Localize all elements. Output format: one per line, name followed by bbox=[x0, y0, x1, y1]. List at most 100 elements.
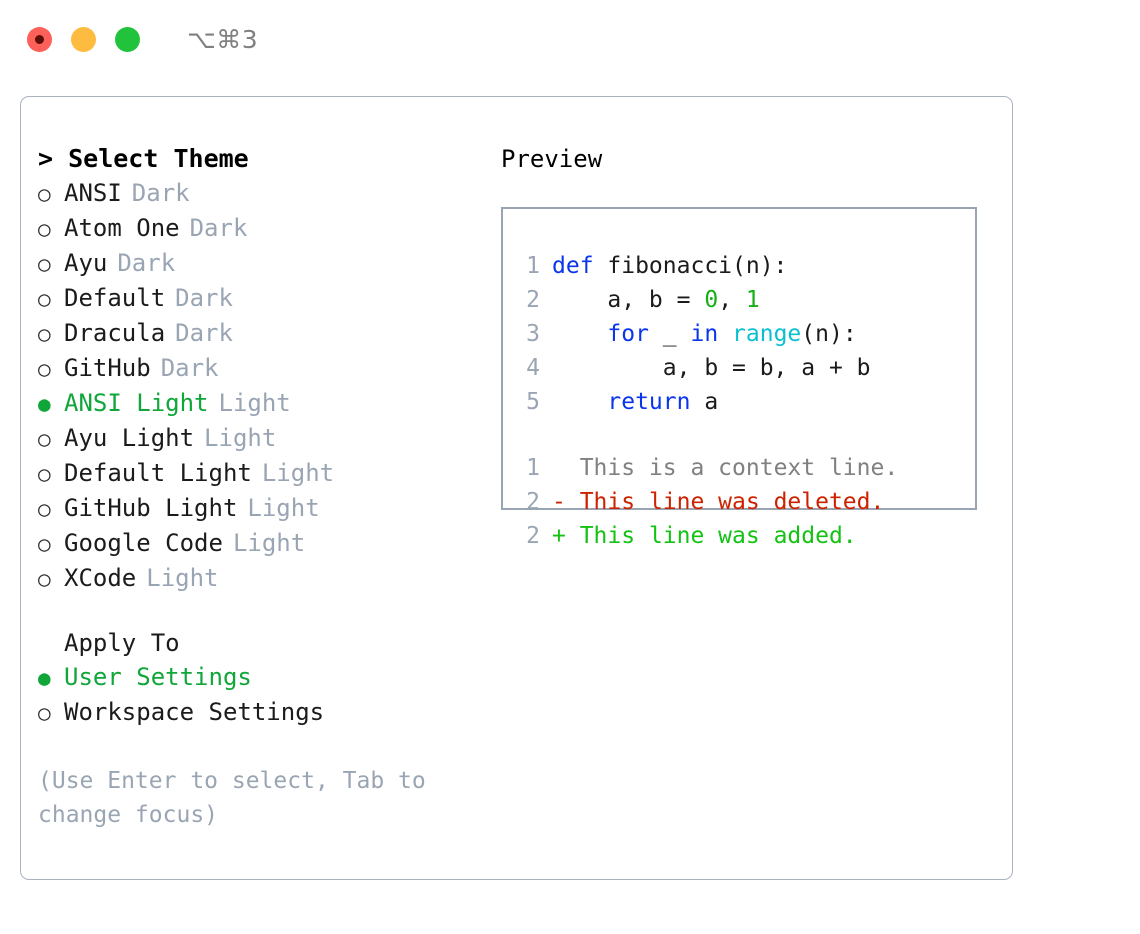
radio-unselected-icon: ○ bbox=[38, 427, 51, 451]
code-token-kw: for bbox=[607, 321, 649, 347]
radio-unselected-icon: ○ bbox=[38, 532, 51, 556]
code-token-kw: in bbox=[690, 321, 719, 347]
radio-unselected-icon: ○ bbox=[38, 701, 51, 725]
diff-line-text: This is a context line. bbox=[579, 455, 899, 481]
code-token-id bbox=[718, 321, 732, 347]
code-token-fn: range bbox=[732, 321, 802, 347]
keyboard-hint: (Use Enter to select, Tab to change focu… bbox=[38, 768, 426, 828]
code-line: 3 for _ in range(n): bbox=[514, 317, 971, 351]
radio-unselected-icon: ○ bbox=[38, 357, 51, 381]
code-line-text: a, b = 0, 1 bbox=[552, 283, 760, 317]
apply-to-list: ● User Settings ○ Workspace Settings bbox=[38, 660, 478, 730]
theme-kind-badge: Light bbox=[247, 494, 320, 522]
theme-kind-badge: Dark bbox=[189, 214, 248, 242]
code-line-text: def fibonacci(n): bbox=[552, 249, 787, 283]
code-token-kw: return bbox=[607, 389, 691, 415]
theme-kind-badge: Light bbox=[261, 459, 335, 487]
code-line-text: for _ in range(n): bbox=[552, 317, 856, 351]
diff-line-number: 1 bbox=[526, 455, 540, 481]
radio-unselected-icon: ○ bbox=[38, 322, 51, 346]
code-token-num: 1 bbox=[745, 287, 760, 313]
theme-kind-badge: Dark bbox=[131, 179, 190, 207]
theme-kind-badge: Dark bbox=[160, 354, 219, 382]
close-button[interactable] bbox=[27, 26, 52, 52]
theme-name: XCode bbox=[64, 564, 137, 592]
minimize-button[interactable] bbox=[71, 26, 96, 52]
window-title: ⌥⌘3 bbox=[187, 24, 259, 54]
radio-unselected-icon: ○ bbox=[38, 287, 51, 311]
theme-list-item[interactable]: ○ GitHub Dark bbox=[38, 351, 478, 386]
code-line: 4 a, b = b, a + b bbox=[514, 351, 971, 385]
code-line-number: 5 bbox=[526, 389, 540, 415]
diff-line: 2 + This line was added. bbox=[514, 519, 971, 553]
radio-unselected-icon: ○ bbox=[38, 252, 51, 276]
code-line: 2 a, b = 0, 1 bbox=[514, 283, 971, 317]
code-line-text: return a bbox=[552, 385, 718, 419]
code-token-id: a, b = bbox=[552, 287, 705, 313]
theme-name: ANSI bbox=[64, 179, 122, 207]
theme-kind-badge: Light bbox=[204, 424, 277, 452]
radio-selected-icon: ● bbox=[38, 392, 51, 416]
apply-to-label: User Settings bbox=[64, 663, 252, 691]
radio-selected-icon: ● bbox=[38, 666, 51, 690]
maximize-button[interactable] bbox=[115, 26, 140, 52]
theme-list-item[interactable]: ○ Ayu Dark bbox=[38, 246, 478, 281]
diff-line-text: This line was added. bbox=[579, 523, 857, 549]
code-token-id: , bbox=[718, 287, 746, 313]
diff-lines: 1 This is a context line.2- This line wa… bbox=[514, 451, 971, 553]
code-token-num: 0 bbox=[704, 287, 719, 313]
code-line-number: 1 bbox=[526, 253, 540, 279]
theme-name: Google Code bbox=[64, 529, 223, 557]
code-token-kw: def bbox=[552, 253, 608, 279]
apply-to-label: Workspace Settings bbox=[64, 698, 325, 726]
radio-unselected-icon: ○ bbox=[38, 567, 51, 591]
theme-name: GitHub Light bbox=[64, 494, 238, 522]
apply-to-option[interactable]: ● User Settings bbox=[38, 660, 478, 695]
code-token-id bbox=[552, 321, 607, 347]
code-token-id: _ bbox=[648, 321, 691, 347]
title-bar: ⌥⌘3 bbox=[0, 0, 1140, 78]
recording-dot-icon bbox=[35, 34, 44, 44]
apply-to-option[interactable]: ○ Workspace Settings bbox=[38, 695, 478, 730]
theme-kind-badge: Dark bbox=[117, 249, 176, 277]
diff-line-text: This line was deleted. bbox=[579, 489, 885, 515]
radio-unselected-icon: ○ bbox=[38, 217, 51, 241]
theme-picker-heading: > Select Theme bbox=[38, 144, 249, 173]
code-line-number: 3 bbox=[526, 321, 540, 347]
theme-name: GitHub bbox=[64, 354, 151, 382]
window-controls bbox=[27, 26, 140, 52]
apply-to-heading: Apply To bbox=[64, 629, 180, 657]
theme-list-item[interactable]: ○ Ayu Light Light bbox=[38, 421, 478, 456]
theme-kind-badge: Dark bbox=[175, 319, 233, 347]
code-token-id: fibonacci(n): bbox=[607, 253, 788, 279]
radio-unselected-icon: ○ bbox=[38, 462, 51, 486]
diff-line: 1 This is a context line. bbox=[514, 451, 971, 485]
code-line-number: 4 bbox=[526, 355, 540, 381]
code-token-id: a, b = b, a + b bbox=[552, 355, 871, 381]
theme-name: Ayu bbox=[64, 249, 108, 277]
preview-heading: Preview bbox=[501, 145, 603, 173]
diff-line-number: 2 bbox=[526, 523, 540, 549]
diff-sign: + bbox=[552, 523, 580, 549]
theme-name: Default bbox=[64, 284, 166, 312]
diff-line-number: 2 bbox=[526, 489, 540, 515]
theme-name: Ayu Light bbox=[64, 424, 195, 452]
